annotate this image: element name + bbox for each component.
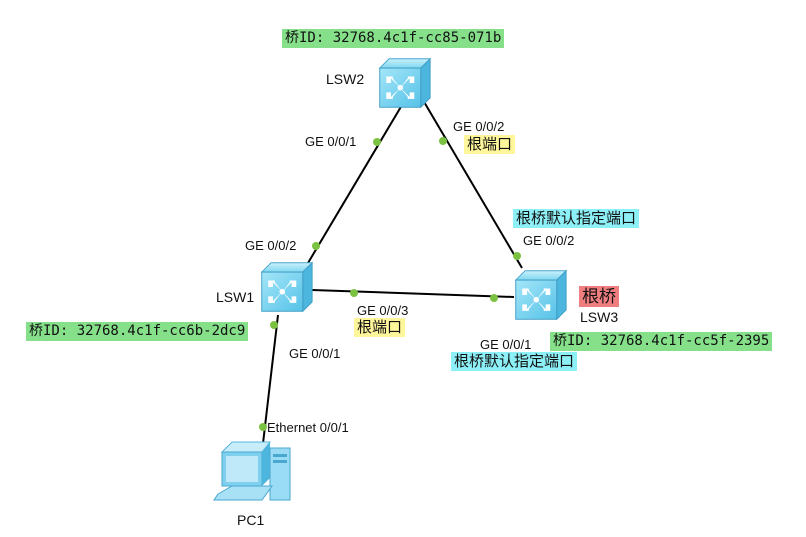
port-dot-lsw3-g2 [513,252,521,260]
port-label-lsw3-g1: GE 0/0/1 [480,337,532,352]
link-lsw1-lsw3 [311,289,515,298]
role-root-port-lsw2: 根端口 [464,135,516,154]
port-label-lsw1-g3: GE 0/0/3 [357,303,409,318]
role-designated-port-top: 根桥默认指定端口 [513,209,640,228]
pc1-icon[interactable] [213,441,291,501]
port-label-lsw3-g2: GE 0/0/2 [523,233,575,248]
port-dot-lsw1-g1 [270,321,278,329]
port-dots [259,137,521,431]
port-dot-lsw1-g2 [312,242,320,250]
bridge-id-lsw2: 桥ID: 32768.4c1f-cc85-071b [282,29,505,48]
port-dot-lsw1-g3 [350,289,358,297]
device-name-pc1: PC1 [237,512,265,528]
switch-lsw1-icon[interactable] [261,262,313,312]
switch-lsw2-icon[interactable] [379,58,431,108]
port-dot-pc1-eth [259,423,267,431]
device-name-lsw3: LSW3 [580,309,619,325]
port-label-lsw1-g2: GE 0/0/2 [245,238,297,253]
link-lsw2-lsw3 [419,94,523,269]
bridge-id-lsw1: 桥ID: 32768.4c1f-cc6b-2dc9 [26,322,249,341]
switch-lsw3-icon[interactable] [515,270,567,320]
bridge-id-lsw3: 桥ID: 32768.4c1f-cc5f-2395 [550,332,773,351]
port-dot-lsw3-g3 [490,294,498,302]
device-name-lsw1: LSW1 [216,289,255,305]
root-bridge-badge: 根桥 [579,286,619,307]
device-name-lsw2: LSW2 [326,71,365,87]
port-dot-lsw2-g1 [373,138,381,146]
port-label-lsw2-g2: GE 0/0/2 [453,119,505,134]
link-lsw2-lsw1 [304,104,403,269]
port-label-lsw1-g1: GE 0/0/1 [289,346,341,361]
role-designated-port-bottom: 根桥默认指定端口 [451,352,578,371]
port-dot-lsw2-g2 [439,137,447,145]
role-root-port-lsw1: 根端口 [354,318,406,337]
port-label-lsw2-g1: GE 0/0/1 [305,134,357,149]
port-label-pc1-eth: Ethernet 0/0/1 [267,420,349,435]
